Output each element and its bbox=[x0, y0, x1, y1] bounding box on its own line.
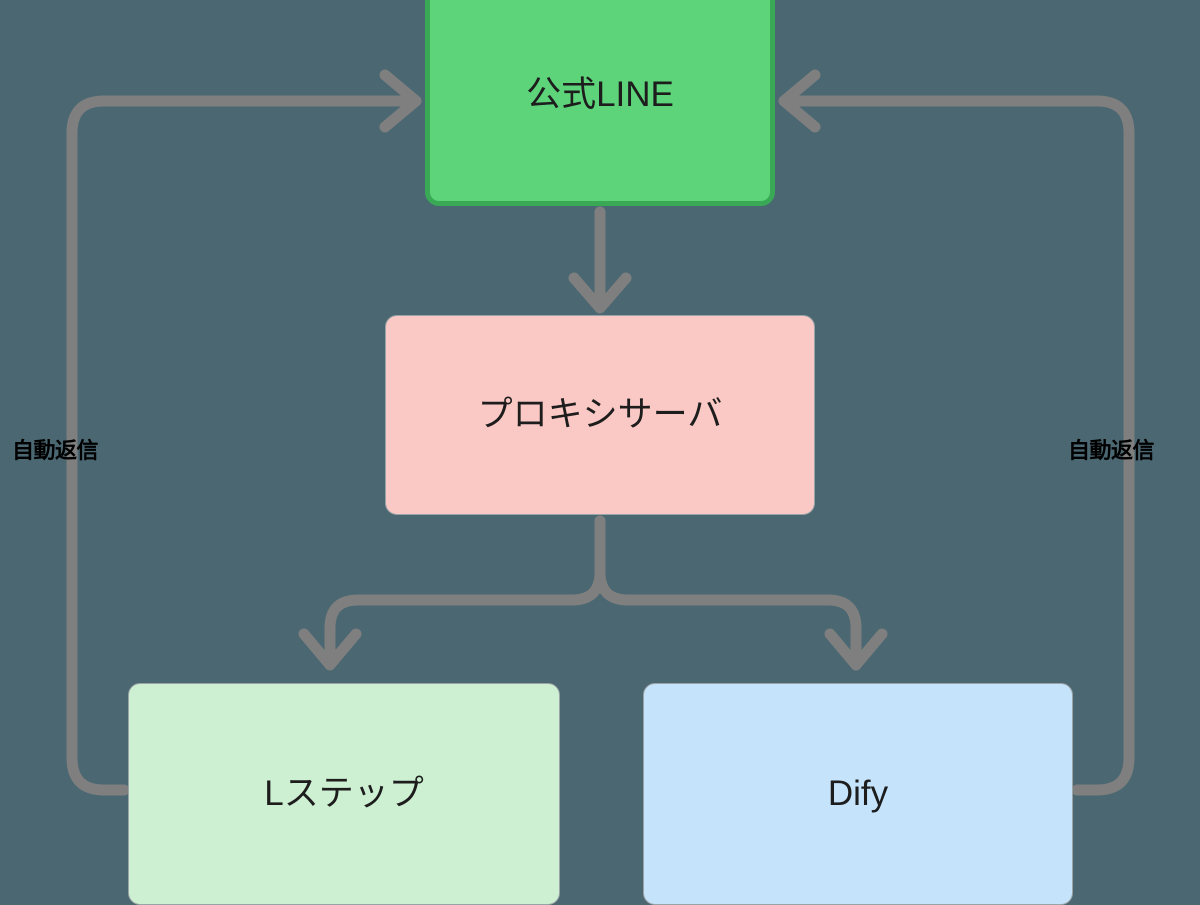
node-dify-label: Dify bbox=[827, 774, 889, 813]
node-official-line-label: 公式LINE bbox=[526, 75, 674, 114]
node-lstep[interactable]: Lステップ bbox=[128, 683, 560, 905]
edge-proxy-to-dify bbox=[594, 515, 862, 666]
arrowhead-line-to-proxy bbox=[568, 272, 632, 314]
node-lstep-label: Lステップ bbox=[264, 774, 424, 813]
arrowhead-dify-to-line bbox=[778, 69, 821, 133]
arrowhead-proxy-to-lstep bbox=[298, 628, 362, 671]
edge-label-right-auto-reply: 自動返信 bbox=[1068, 438, 1155, 463]
edge-proxy-to-lstep bbox=[324, 515, 606, 666]
arrowhead-lstep-to-line bbox=[379, 69, 422, 133]
node-proxy-server-label: プロキシサーバ bbox=[477, 395, 723, 434]
node-dify[interactable]: Dify bbox=[643, 683, 1073, 905]
node-official-line[interactable]: 公式LINE bbox=[425, 0, 775, 206]
node-proxy-server[interactable]: プロキシサーバ bbox=[385, 315, 815, 515]
edge-lstep-to-line bbox=[66, 95, 416, 796]
edge-label-left-auto-reply: 自動返信 bbox=[12, 438, 99, 463]
edge-dify-to-line bbox=[784, 95, 1135, 796]
arrowhead-proxy-to-dify bbox=[824, 628, 888, 671]
